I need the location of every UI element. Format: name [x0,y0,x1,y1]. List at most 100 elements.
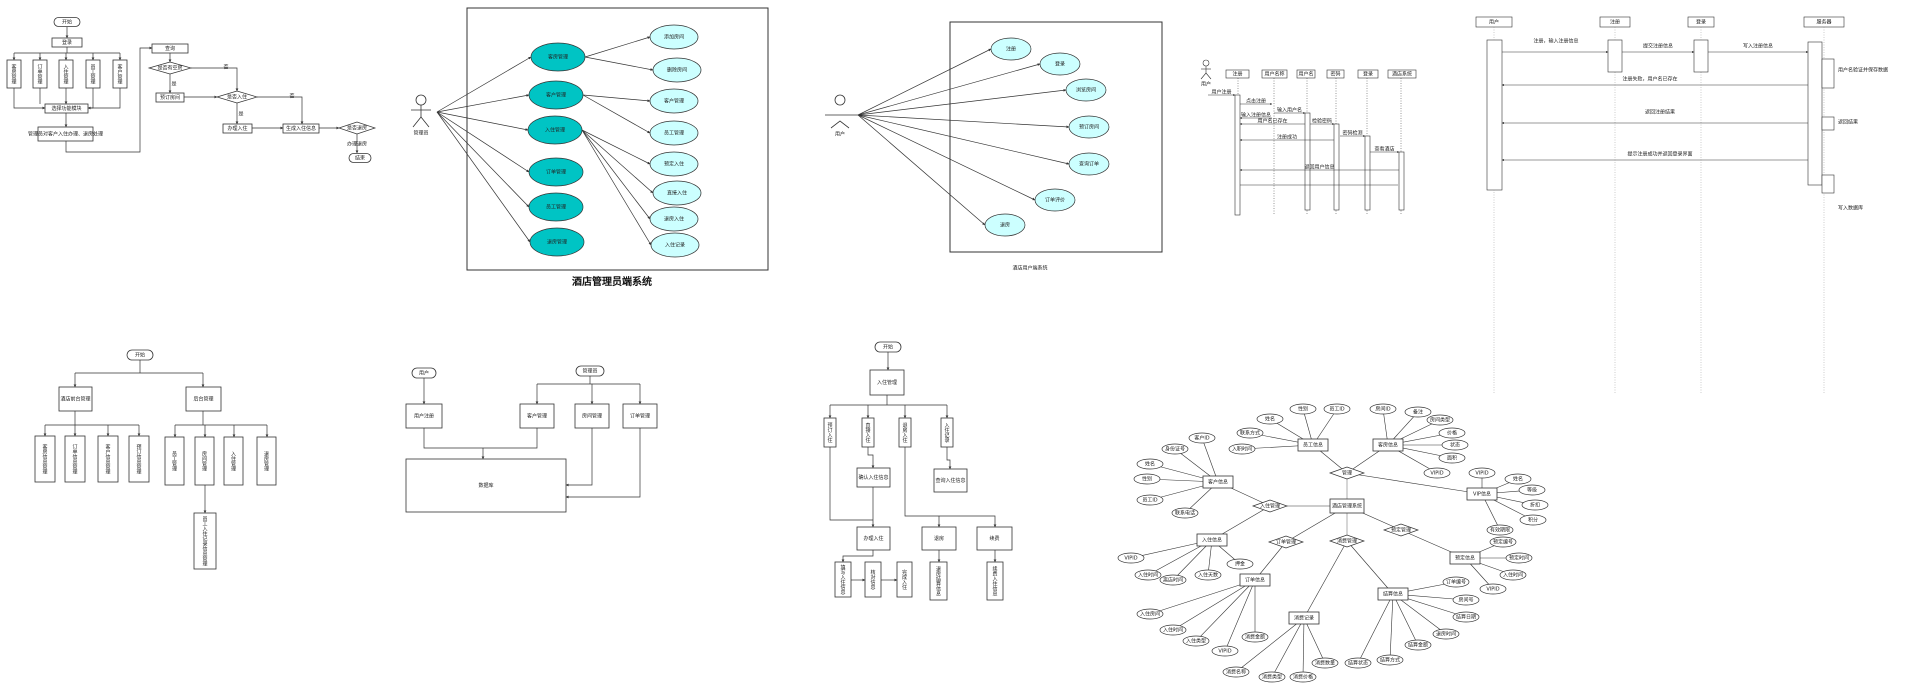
er-attribute: 房间ID [1369,403,1397,415]
connector-line [87,88,121,110]
admin-system-boundary [466,7,769,271]
tree1-leaf: 入住管理 [223,436,244,486]
er-attribute-label: 消费价格 [1293,674,1313,681]
er-attribute-shape [1442,576,1470,588]
er-entity: 结算信息 [1377,587,1409,601]
er-center-entity-shape [1329,498,1365,514]
admin-subusecase-label: 添加房间 [664,34,684,41]
er-attribute: 消费数量 [1311,657,1339,669]
flow1-yes-label: 是 [238,112,243,118]
actor-association [857,63,1041,116]
flow1-start: 开始 [53,17,81,27]
seq1-lifeline-header-label: 注册 [1232,71,1242,78]
admin-usecase-shape [530,42,586,72]
er-attribute-label: 折扣 [1530,502,1540,509]
er-attribute-label: 员工ID [1329,407,1344,413]
seq2-activation-bar [1821,58,1835,89]
er-relationship-label: 管理 [1342,470,1352,477]
seq1-activation-bar [1333,123,1340,211]
er-attribute: 性别 [1289,403,1317,415]
admin-subusecase-shape [652,57,702,83]
tree2-step: 核对信息 [864,561,882,598]
admin-subusecase: 添加房间 [649,24,699,50]
connector-line [13,88,46,110]
tree2-step-label: 填写入住信息 [840,564,846,595]
seq2-lifeline-header-label: 注册 [1610,19,1620,26]
er-attribute-shape [1369,403,1397,415]
er-attribute-label: 离店时间 [1163,577,1183,584]
tree2-root: 入住管理 [869,369,905,396]
er-attribute-shape [1499,569,1527,581]
er-attribute-label: 退房时间 [1436,631,1456,638]
seq1-lifeline-header: 密码 [1326,69,1345,79]
tree1-extra-label: 员工入住记录信息管理 [202,516,208,566]
er-attribute-label: 姓名 [1513,476,1523,483]
admin-subusecase-shape [649,151,699,177]
include-line [581,129,652,246]
er-attribute-shape [1171,507,1199,519]
admin-usecase: 入住管理 [527,115,583,145]
tree2-step-shape [834,561,852,598]
arch-admin: 管理员 [575,365,605,377]
tree2-checkout-info: 退房结算信息 [929,561,948,601]
er-attribute-label: 消费类型 [1262,674,1282,681]
er-entity-label: 结算信息 [1383,591,1403,598]
arch-database-label: 数据库 [478,482,493,489]
admin-usecase-label: 退房管理 [547,239,567,246]
tree1-root-label: 开始 [135,352,145,359]
er-entity-label: 消费记录 [1294,615,1314,622]
er-attribute-label: 入住房间 [1140,611,1160,618]
flow1-module-box-label: 客房管理 [11,63,17,84]
user-system-title: 酒店用户端系统 [1012,265,1047,272]
seq1-lifeline-header: 用户名称 [1261,69,1288,79]
er-attribute-shape [1404,639,1432,651]
flow1-decision-checkout-shape [337,121,377,135]
er-attribute-label: 押金 [1235,561,1245,568]
er-entity-shape [1466,487,1498,501]
er-attribute-shape [1426,414,1454,426]
seq1-lifeline-header-shape [1225,69,1250,79]
include-line [584,36,651,58]
tree1-leaf: 订单信息管理 [64,435,86,483]
admin-usecase-shape [528,80,584,110]
admin-subusecase-label: 删除房间 [667,67,687,74]
arch-database: 数据库 [405,458,567,513]
er-attribute-line [1271,617,1305,678]
er-attribute-label: 姓名 [1145,461,1155,468]
er-attribute-shape [1519,514,1547,526]
er-attribute-shape [1423,467,1451,479]
er-entity-label: 客房信息 [1378,442,1398,449]
er-attribute: 折扣 [1521,499,1549,511]
flow1-checkin-label: 办理入住 [227,125,247,132]
tree1-leaf: 客户信息管理 [97,435,119,483]
flow1-book-label: 预订房间 [160,94,180,101]
tree1-leaf-label: 房间管理 [201,450,207,471]
er-attribute-label: 消费金额 [1245,634,1265,641]
flow1-query-label: 查询 [165,45,175,52]
flow1-module-box-label: 订单管理 [37,63,43,84]
tree1-leaf-label: 订单信息管理 [72,443,78,474]
flow1-decision-checkin-label: 是否入住 [227,94,247,101]
user-usecase-label: 登录 [1055,61,1065,68]
er-relation-line [1346,540,1394,595]
tree2-query-label: 查询入住信息 [935,477,965,484]
actor-legs [412,116,430,128]
admin-subusecase-shape [650,232,700,258]
seq1-lifeline-header: 注册 [1225,69,1250,79]
er-attribute-label: 面积 [1447,455,1457,462]
er-attribute-label: 入住时间 [1163,627,1183,634]
tree2-start-label: 开始 [883,344,893,351]
flow1-record: 生成入住信息 [282,123,320,134]
seq2-lifeline-header: 用户 [1475,16,1513,28]
admin-actor: 管理员 [411,94,431,137]
er-attribute: 房间号 [1452,594,1480,606]
flow1-checkin: 办理入住 [222,123,253,134]
er-relationship-shape [1328,466,1366,480]
er-attribute-label: 入住类型 [1186,638,1206,645]
er-entity-label: 入住信息 [1202,537,1222,544]
tree1-child-label: 后台管理 [193,396,213,403]
admin-subusecase: 删除房间 [652,57,702,83]
er-attribute-shape [1468,467,1496,479]
user-usecase-shape [984,213,1026,237]
er-attribute-shape [1438,452,1466,464]
